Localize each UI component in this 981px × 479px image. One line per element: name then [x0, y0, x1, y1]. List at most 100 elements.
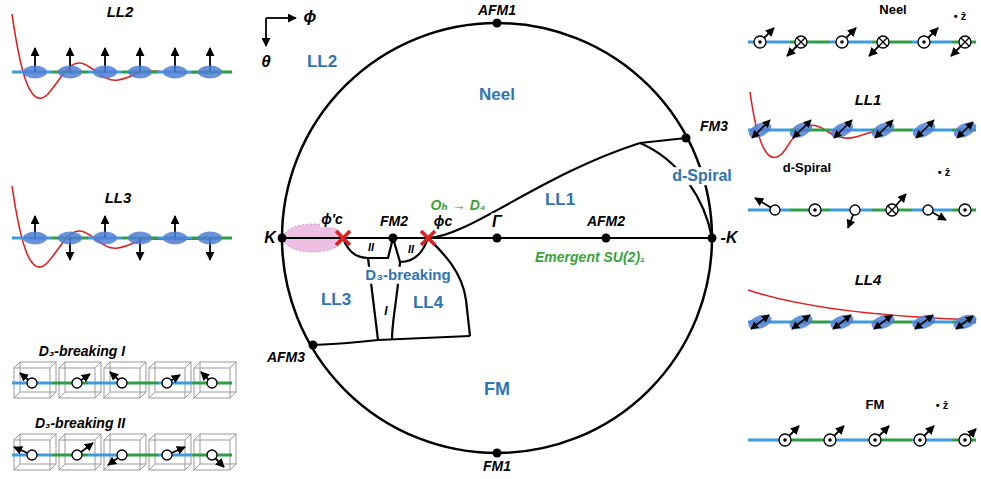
panel-title: FM	[865, 398, 886, 412]
ll1-chain-sketch	[750, 92, 975, 158]
d-spiral-chain-sketch	[809, 204, 821, 216]
panel-title: LL1	[854, 92, 883, 109]
critical-point-label: ϕ′c	[320, 212, 344, 227]
d3-breaking-two-sketch	[72, 450, 82, 460]
phase-name: D₃-breaking	[364, 267, 451, 284]
ll4-chain-sketch	[829, 312, 856, 332]
ll3-chain-sketch	[93, 232, 117, 245]
d3-breaking-one-sketch	[59, 362, 101, 398]
d-spiral-chain-sketch	[770, 205, 780, 215]
d3-breaking-one-sketch	[207, 378, 217, 388]
ll4-chain-sketch	[747, 312, 774, 332]
symmetry-label: Emergent SU(2)₁	[534, 250, 646, 265]
phase-disk	[602, 234, 611, 243]
d3-breaking-two-sketch	[194, 434, 236, 470]
axis-direction: • ẑ	[937, 166, 951, 178]
region-label: II	[407, 243, 415, 255]
ll3-chain-sketch	[12, 186, 232, 267]
ll4-chain-sketch	[751, 315, 769, 329]
ll1-chain-sketch	[793, 120, 811, 138]
ll4-chain-sketch	[748, 322, 976, 323]
ll3-chain-sketch	[58, 232, 82, 245]
phase-name: FM	[483, 380, 511, 400]
ll4-chain-sketch	[748, 290, 976, 320]
panel-title: LL2	[106, 4, 135, 21]
ll3-chain-sketch	[198, 232, 222, 245]
d3-breaking-two-sketch	[27, 450, 37, 460]
point-label: AFM3	[266, 350, 306, 365]
phase-disk	[278, 19, 717, 458]
phase-disk	[682, 134, 691, 143]
point-label: Γ	[491, 213, 503, 231]
fm-chain-sketch	[869, 434, 881, 446]
neel-chain-sketch	[877, 36, 889, 48]
phase-disk	[278, 19, 717, 458]
panel-title: LL4	[854, 272, 883, 289]
neel-chain-sketch	[836, 36, 848, 48]
phase-name: LL3	[320, 291, 352, 310]
d-spiral-chain-sketch	[923, 205, 933, 215]
phase-disk	[493, 234, 502, 243]
ll3-chain-sketch	[23, 232, 47, 245]
d3-breaking-one-sketch	[149, 362, 191, 398]
symmetry-label: Oₕ → D₄	[430, 198, 487, 213]
axis-label: ϕ	[303, 8, 318, 27]
phase-name: d-Spiral	[671, 167, 733, 185]
ll2-chain-sketch	[23, 66, 47, 79]
ll1-chain-sketch	[869, 119, 896, 141]
ll2-chain-sketch	[58, 66, 82, 79]
d3-breaking-one-sketch	[104, 362, 146, 398]
fm-chain-sketch	[779, 434, 791, 446]
neel-chain-sketch	[959, 36, 971, 48]
neel-chain-sketch	[748, 42, 976, 43]
ll1-chain-sketch	[748, 130, 976, 131]
ll2-chain-sketch	[12, 14, 232, 98]
region-label: II	[367, 241, 375, 253]
phase-disk	[309, 341, 318, 350]
ll4-chain-sketch	[956, 316, 973, 329]
point-label: AFM1	[477, 3, 517, 18]
ll2-chain-sketch	[93, 66, 117, 79]
ll3-chain-sketch	[163, 232, 187, 245]
ll3-chain-sketch	[12, 186, 232, 267]
d-spiral-chain-sketch	[748, 210, 976, 211]
point-label: FM2	[379, 214, 409, 229]
d3-breaking-one-sketch	[117, 378, 127, 388]
fm-chain-sketch	[748, 426, 976, 446]
axis-arrows	[266, 18, 296, 46]
ll3-chain-sketch	[128, 232, 152, 245]
axis-arrows	[265, 18, 267, 46]
ll1-chain-sketch	[834, 120, 852, 138]
d3-breaking-two-sketch	[162, 450, 172, 460]
phase-name: Neel	[478, 86, 516, 105]
ll1-chain-sketch	[957, 122, 973, 138]
phase-disk	[493, 449, 502, 458]
panel-title: LL3	[104, 190, 133, 207]
d3-breaking-two-sketch	[12, 434, 236, 470]
point-label: FM3	[699, 119, 729, 134]
phase-disk	[708, 234, 717, 243]
d-spiral-chain-sketch	[850, 205, 860, 215]
phase-disk	[640, 138, 686, 143]
ll2-chain-sketch	[128, 66, 152, 79]
phase-disk	[389, 234, 398, 243]
panel-title: Neel	[878, 3, 907, 17]
phase-name: LL2	[306, 53, 338, 72]
phase-name: LL1	[544, 191, 576, 210]
point-label: K	[263, 229, 277, 247]
fm-chain-sketch	[959, 434, 971, 446]
ll1-chain-sketch	[916, 120, 934, 138]
ll1-chain-sketch	[787, 119, 814, 141]
point-label: FM1	[482, 459, 512, 474]
d3-breaking-one-sketch	[27, 378, 37, 388]
ll1-chain-sketch	[910, 119, 937, 141]
d3-breaking-one-sketch	[194, 362, 236, 398]
ll4-chain-sketch	[915, 315, 933, 329]
axis-direction: • ẑ	[935, 399, 949, 411]
d3-breaking-two-sketch	[207, 450, 217, 460]
d3-breaking-one-sketch	[162, 378, 172, 388]
neel-chain-sketch	[918, 36, 930, 48]
phase-disk	[428, 238, 470, 336]
